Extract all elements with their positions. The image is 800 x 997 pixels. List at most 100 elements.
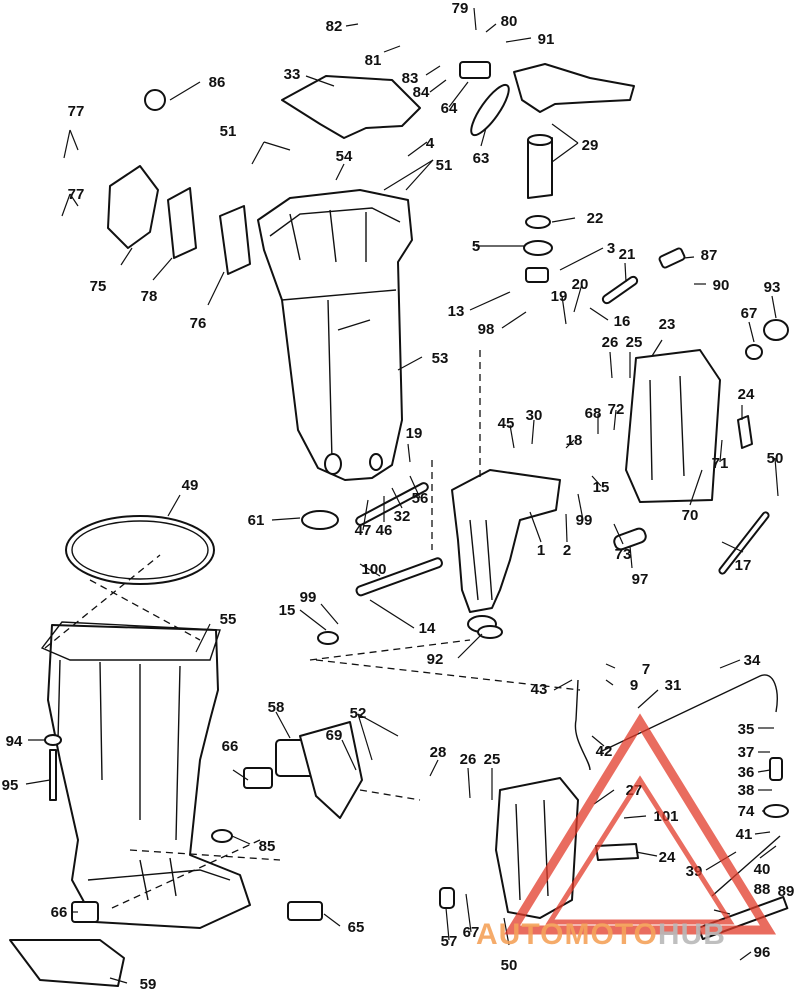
cable-34 [599,674,778,753]
watermark-text-part2: HUB [658,918,726,951]
callout: 100 [361,561,386,578]
callout: 17 [735,557,752,574]
callout: 21 [619,246,636,263]
ring-63 [470,83,510,137]
callout: 1 [537,542,545,559]
callout: 90 [713,277,730,294]
callout: 54 [336,148,353,165]
watermark-logo-icon [503,713,777,935]
handle-97 [613,527,647,551]
callout: 26 [602,334,619,351]
callout: 4 [426,135,435,152]
callout: 32 [394,508,411,525]
callout: 94 [6,733,23,750]
lower-cover [9,939,125,987]
callout: 91 [538,31,555,48]
washer-94 [44,734,62,746]
bumper-pad [287,901,323,921]
callout: 69 [326,727,343,744]
callout: 98 [478,321,495,338]
callout: 73 [615,546,632,563]
pin-36 [769,757,783,781]
callout: 51 [220,123,237,140]
shaft-100 [355,482,429,526]
callout: 56 [412,490,429,507]
callout: 80 [501,13,518,30]
callout: 58 [268,699,285,716]
callout: 43 [531,681,548,698]
handle-24 [737,415,753,449]
bumper-block [243,767,273,789]
callout: 75 [90,278,107,295]
callout: 31 [665,677,682,694]
washer-22 [525,215,551,229]
clamp-64 [459,61,491,79]
callout: 50 [501,957,518,974]
callout: 68 [585,405,602,422]
callout: 67 [741,305,758,322]
callout: 14 [419,620,436,637]
callout: 86 [209,74,226,91]
clip-87 [658,247,686,269]
plate-cover [107,165,159,249]
callout: 65 [348,919,365,936]
callout: 77 [68,186,85,203]
cap-86 [144,89,166,111]
callout: 36 [738,764,755,781]
callout: 57 [441,933,458,950]
callout: 47 [355,522,372,539]
callout: 18 [566,432,583,449]
callout: 30 [526,407,543,424]
callout: 40 [754,861,771,878]
watermark-logo-inner-icon [545,775,735,925]
callout: 96 [754,944,771,961]
callout: 52 [350,705,367,722]
callout: 85 [259,838,276,855]
callout: 55 [220,611,237,628]
adapter-plate [281,75,421,139]
drive-shaft-housing [257,189,413,481]
washer-85 [211,829,233,843]
housing-seal-ring [65,515,215,585]
clamp-bracket-upper [625,349,721,503]
callout: 81 [365,52,382,69]
callout: 63 [473,150,490,167]
washer-74 [763,804,789,818]
callout: 26 [460,751,477,768]
callout: 72 [608,401,625,418]
callout: 42 [596,743,613,760]
callout: 66 [222,738,239,755]
callout: 15 [279,602,296,619]
callout: 49 [182,477,199,494]
callout: 78 [141,288,158,305]
callout: 51 [436,157,453,174]
callout: 66 [51,904,68,921]
callout: 76 [190,315,207,332]
callout: 15 [593,479,610,496]
callout: 41 [736,826,753,843]
watermark-text-part1: AUTOMOTO [476,918,658,951]
callout: 16 [614,313,631,330]
pin-21 [601,275,639,305]
callout: 93 [764,279,781,296]
callout: 82 [326,18,343,35]
washer-15 [317,631,339,645]
callout: 5 [472,238,480,255]
callout: 28 [430,744,447,761]
callout: 19 [551,288,568,305]
callout: 88 [754,881,771,898]
callout: 38 [738,782,755,799]
callout: 50 [767,450,784,467]
callout: 9 [630,677,638,694]
cable-42 [574,679,591,771]
callout: 19 [406,425,423,442]
callout: 33 [284,66,301,83]
bushing-3 [525,267,549,283]
callout: 45 [498,415,515,432]
callout: 7 [642,661,650,678]
callout: 24 [659,849,676,866]
callout: 37 [738,744,755,761]
callout: 99 [300,589,317,606]
callout: 23 [659,316,676,333]
